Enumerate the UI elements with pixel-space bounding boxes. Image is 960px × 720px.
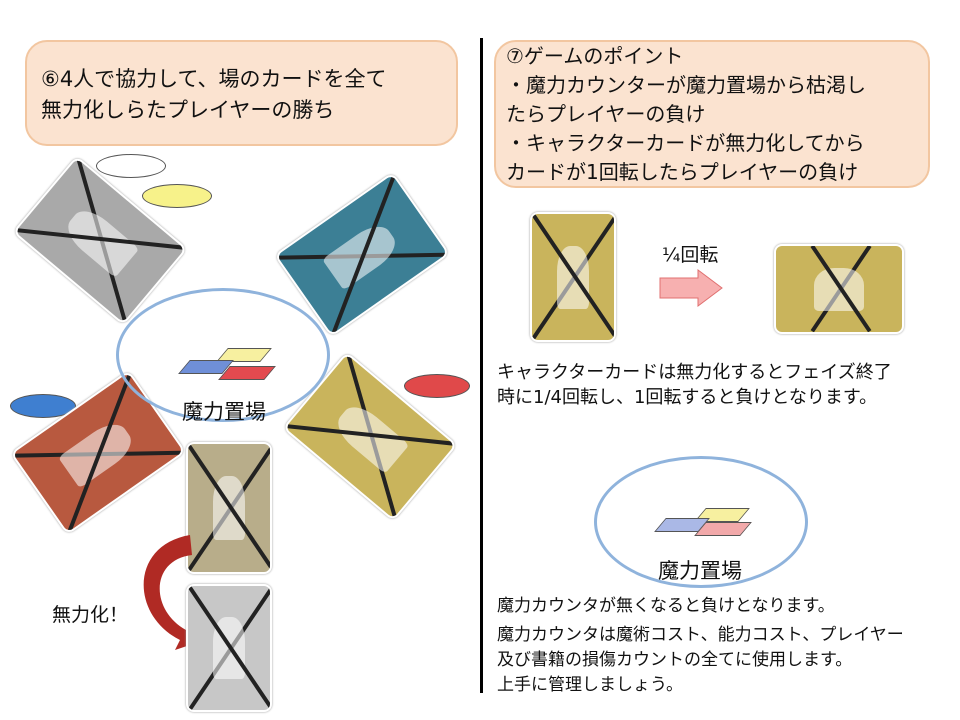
- game-points-box: ⑦ゲームのポイント ・魔力カウンターが魔力置場から枯渇し たらプレイヤーの負け …: [494, 40, 930, 188]
- mana-zone-label-right: 魔力置場: [658, 559, 742, 583]
- text-line: 及び書籍の損傷カウントの全てに使用します。: [497, 650, 853, 670]
- mana-zone-label: 魔力置場: [182, 400, 266, 424]
- heading-line: ⑦ゲームのポイント: [506, 44, 684, 68]
- yellow-counter-chip: [142, 184, 212, 208]
- text-line: 魔力カウンタは魔術コスト、能力コスト、プレイヤー: [497, 625, 904, 645]
- heading-line: ・キャラクターカードが無力化してから: [506, 131, 865, 155]
- heading-line: ⑥4人で協力して、場のカードを全て: [41, 67, 387, 91]
- heading-line: ・魔力カウンターが魔力置場から枯渇し: [506, 73, 866, 97]
- white-counter-chip: [96, 154, 166, 178]
- spell-card-white-church: [186, 442, 272, 574]
- curved-arrow-icon: [143, 535, 205, 650]
- nullify-label: 無力化！: [52, 604, 129, 626]
- blue-counter-chip: [10, 394, 76, 418]
- divider: [480, 38, 483, 693]
- mana-zone-ellipse-right: [594, 456, 808, 588]
- mana-zone-ellipse: [116, 288, 330, 422]
- quarter-turn-label: ¼回転: [662, 244, 719, 266]
- text-line: 時に1/4回転し、1回転すると負けとなります。: [497, 387, 878, 408]
- rotated-card: [774, 244, 904, 334]
- rotation-description: キャラクターカードは無力化するとフェイズ終了 時に1/4回転し、1回転すると負け…: [497, 360, 892, 410]
- red-counter-chip: [404, 374, 470, 398]
- heading-line: カードが1回転したらプレイヤーの負け: [506, 160, 859, 184]
- mana-description: 魔力カウンタが無くなると負けとなります。 魔力カウンタは魔術コスト、能力コスト、…: [497, 594, 904, 698]
- heading-line: たらプレイヤーの負け: [506, 102, 706, 126]
- text-line: キャラクターカードは無力化するとフェイズ終了: [497, 362, 892, 383]
- nullified-card: [186, 584, 272, 712]
- right-arrow-icon: [659, 269, 723, 307]
- heading-line: 無力化しらたプレイヤーの勝ち: [41, 98, 335, 122]
- text-line: 上手に管理しましょう。: [497, 675, 683, 695]
- victory-condition-box: ⑥4人で協力して、場のカードを全て 無力化しらたプレイヤーの勝ち: [25, 40, 458, 146]
- upright-card: [530, 212, 616, 342]
- text-line: 魔力カウンタが無くなると負けとなります。: [497, 596, 835, 616]
